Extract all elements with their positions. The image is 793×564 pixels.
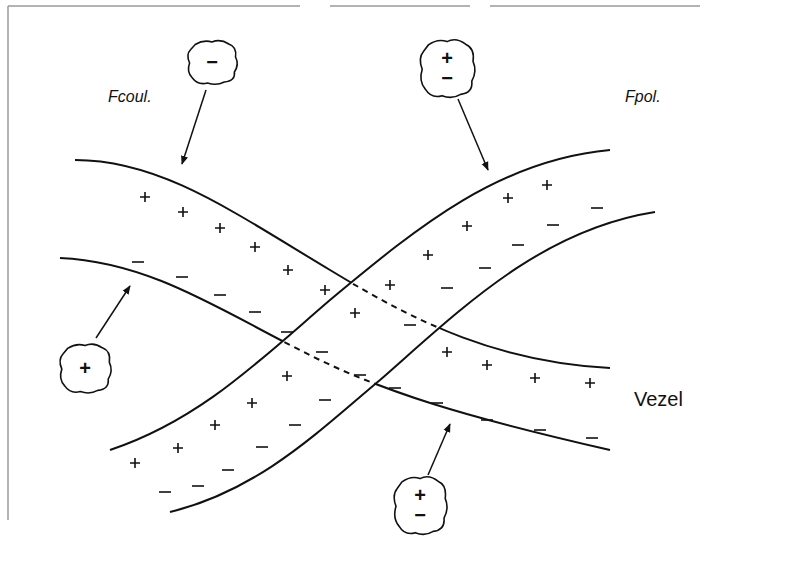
particle-outline-path xyxy=(188,41,237,85)
minus-charge xyxy=(192,485,204,487)
minus-charge xyxy=(249,311,261,313)
fiber-label: Vezel xyxy=(634,388,683,410)
plus-charge xyxy=(283,265,293,275)
plus-charge xyxy=(530,373,540,383)
minus-charge xyxy=(176,276,188,278)
plus-charge xyxy=(482,360,492,370)
minus-charge xyxy=(214,294,226,296)
plus-charge xyxy=(320,285,330,295)
plus-charge xyxy=(350,308,360,318)
plus-charge xyxy=(210,420,220,430)
charge-sign: − xyxy=(441,68,453,88)
charge-sign: − xyxy=(206,52,218,72)
force-label: Fcoul. xyxy=(108,88,152,106)
minus-charge xyxy=(289,424,301,426)
plus-charge xyxy=(282,371,292,381)
minus-charge xyxy=(389,387,401,389)
plus-charge xyxy=(385,280,395,290)
minus-charge xyxy=(404,324,416,326)
minus-charge xyxy=(512,244,524,246)
plus-charge xyxy=(140,192,150,202)
charged-particle: − xyxy=(184,37,240,87)
minus-charge xyxy=(431,402,443,404)
particle-outline-path xyxy=(394,477,447,535)
plus-charge xyxy=(247,398,257,408)
minus-charge xyxy=(159,491,171,493)
charge-sign: + xyxy=(414,485,426,505)
minus-charge xyxy=(281,331,293,333)
charged-particle: + xyxy=(56,340,114,396)
charged-particle: +− xyxy=(416,35,478,101)
minus-charge xyxy=(256,446,268,448)
charged-particle: +− xyxy=(390,472,450,538)
frame-line xyxy=(8,6,700,520)
plus-charge xyxy=(173,443,183,453)
minus-charge xyxy=(319,399,331,401)
fiber-edge xyxy=(60,150,655,512)
minus-charge xyxy=(547,224,559,226)
plus-charge xyxy=(178,207,188,217)
minus-charge xyxy=(222,469,234,471)
charge-sign: − xyxy=(414,505,426,525)
plus-charge xyxy=(442,347,452,357)
charge-symbols xyxy=(130,180,603,492)
minus-charge xyxy=(316,351,328,353)
charge-sign: + xyxy=(441,48,453,68)
particle-outline-path xyxy=(60,344,111,393)
particle-outline-path xyxy=(420,40,475,98)
plus-charge xyxy=(542,180,552,190)
charge-sign: + xyxy=(79,358,91,378)
plus-charge xyxy=(250,242,260,252)
plus-charge xyxy=(130,458,140,468)
minus-charge xyxy=(481,419,493,421)
plus-charge xyxy=(423,250,433,260)
minus-charge xyxy=(479,267,491,269)
plus-charge xyxy=(503,193,513,203)
minus-charge xyxy=(132,261,144,263)
force-arrow xyxy=(96,90,488,475)
plus-charge xyxy=(215,223,225,233)
force-label: Fpol. xyxy=(625,88,661,106)
minus-charge xyxy=(534,429,546,431)
minus-charge xyxy=(354,374,366,376)
minus-charge xyxy=(591,207,603,209)
plus-charge xyxy=(585,378,595,388)
plus-charge xyxy=(462,221,472,231)
minus-charge xyxy=(586,437,598,439)
minus-charge xyxy=(441,287,453,289)
